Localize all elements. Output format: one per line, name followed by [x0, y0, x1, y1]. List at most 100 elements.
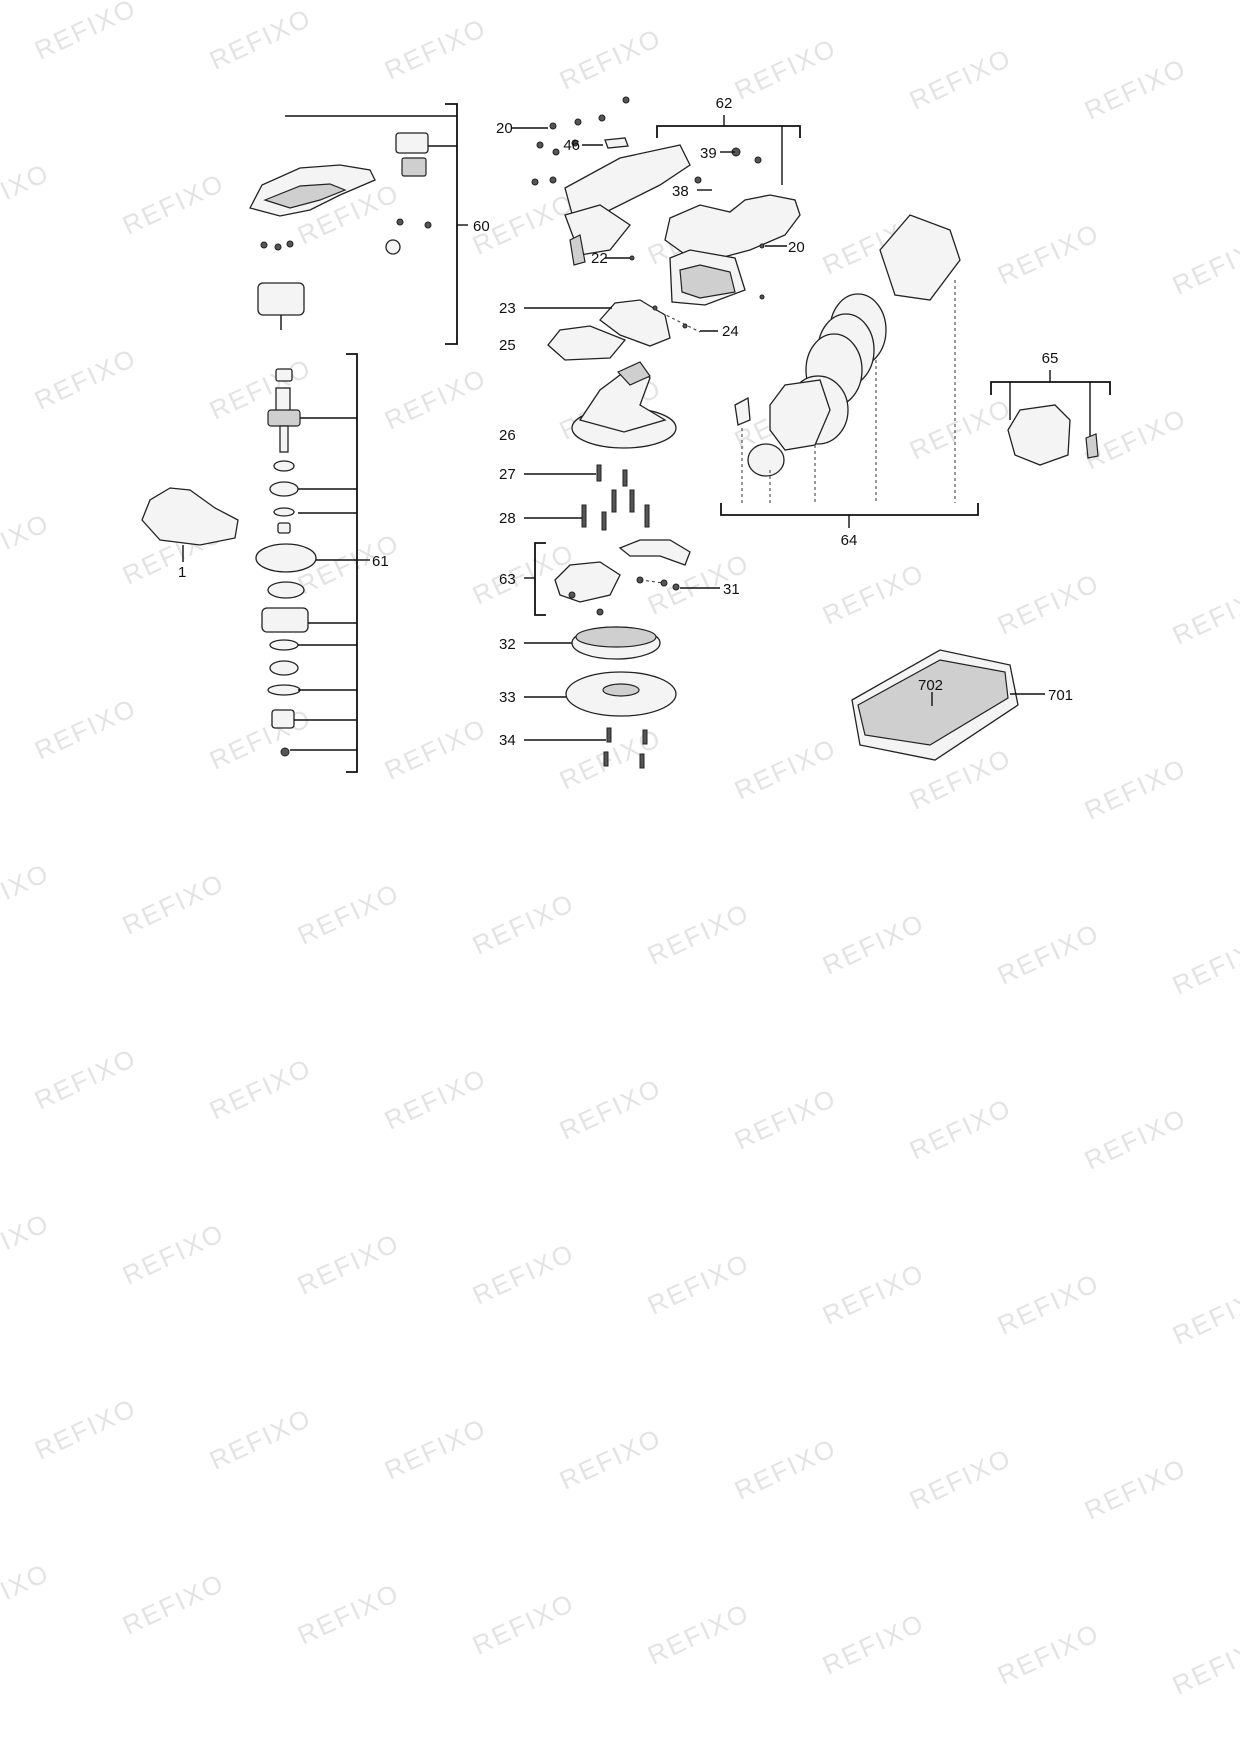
watermark-text: REFIXO — [118, 1567, 229, 1640]
watermark-text: REFIXO — [818, 1257, 929, 1330]
watermark-text: REFIXO — [1168, 1277, 1240, 1350]
label-28: 28 — [499, 510, 516, 527]
label-20-top: 20 — [496, 120, 513, 137]
sander-body-part — [664, 194, 801, 306]
watermark-text: REFIXO — [643, 1597, 754, 1670]
watermark-text: REFIXO — [555, 22, 666, 95]
small-screws-60 — [260, 218, 432, 255]
label-31: 31 — [723, 581, 740, 598]
part-33-sanding-pad: 33 — [499, 671, 677, 717]
label-32: 32 — [499, 636, 516, 653]
watermark-text: REFIXO — [1080, 1452, 1191, 1525]
label-60: 60 — [473, 218, 490, 235]
label-46: 46 — [563, 137, 580, 154]
watermark-text: REFIXO — [0, 1557, 54, 1630]
watermark-text: REFIXO — [205, 1052, 316, 1125]
housing-half-part — [249, 164, 376, 217]
watermark-text: REFIXO — [30, 1392, 141, 1465]
watermark-text: REFIXO — [643, 1247, 754, 1320]
label-702: 702 — [918, 677, 943, 694]
watermark-text: REFIXO — [993, 1267, 1104, 1340]
watermark-text: REFIXO — [730, 32, 841, 105]
watermark-text: REFIXO — [205, 2, 316, 75]
label-39: 39 — [700, 145, 717, 162]
watermark-text: REFIXO — [993, 1617, 1104, 1690]
watermark-text: REFIXO — [555, 1072, 666, 1145]
parts-23-24-25: 23 24 25 — [499, 299, 739, 361]
label-1: 1 — [178, 564, 186, 581]
watermark-text: REFIXO — [118, 167, 229, 240]
part-32-ring: 32 — [499, 626, 661, 660]
watermark-text: REFIXO — [0, 507, 54, 580]
watermark-text: REFIXO — [205, 1402, 316, 1475]
switch-part — [395, 132, 429, 177]
watermark-text: REFIXO — [818, 907, 929, 980]
dust-canister-part — [734, 214, 961, 477]
label-23: 23 — [499, 300, 516, 317]
watermark-layer: REFIXO REFIXO REFIXO REFIXO REFIXO REFIXO REFI… — [0, 0, 1240, 1700]
watermark-text: REFIXO — [730, 1082, 841, 1155]
spindle-stack-parts — [255, 368, 317, 757]
watermark-text: REFIXO — [1080, 1102, 1191, 1175]
watermark-text: REFIXO — [1080, 752, 1191, 825]
watermark-text: REFIXO — [555, 1422, 666, 1495]
watermark-text: REFIXO — [468, 887, 579, 960]
watermark-text: REFIXO — [293, 877, 404, 950]
watermark-text: REFIXO — [380, 1412, 491, 1485]
watermark-text: REFIXO — [293, 1227, 404, 1300]
watermark-text: REFIXO — [468, 1237, 579, 1310]
watermark-text: REFIXO — [30, 692, 141, 765]
watermark-text: REFIXO — [118, 867, 229, 940]
label-20-right: 20 — [788, 239, 805, 256]
watermark-text: REFIXO — [118, 1217, 229, 1290]
label-24: 24 — [722, 323, 739, 340]
watermark-text: REFIXO — [468, 1587, 579, 1660]
group-65: 65 — [990, 350, 1111, 466]
motor-part — [257, 282, 305, 330]
part-701-carry-case: 701 702 — [851, 649, 1073, 761]
watermark-text: REFIXO — [30, 1042, 141, 1115]
label-65: 65 — [1042, 350, 1059, 367]
upper-housing-assembly: 20 46 22 — [496, 96, 691, 267]
watermark-text: REFIXO — [905, 42, 1016, 115]
watermark-text: REFIXO — [380, 362, 491, 435]
watermark-text: REFIXO — [1168, 1627, 1240, 1700]
label-25: 25 — [499, 337, 516, 354]
watermark-text: REFIXO — [905, 392, 1016, 465]
group-62: 62 39 38 20 — [656, 95, 805, 306]
label-33: 33 — [499, 689, 516, 706]
watermark-text: REFIXO — [818, 557, 929, 630]
watermark-text: REFIXO — [993, 917, 1104, 990]
watermark-text: REFIXO — [730, 1432, 841, 1505]
watermark-text: REFIXO — [293, 1577, 404, 1650]
watermark-text: REFIXO — [1080, 52, 1191, 125]
part-1-side-handle: 1 — [141, 487, 239, 581]
label-62: 62 — [716, 95, 733, 112]
label-27: 27 — [499, 466, 516, 483]
watermark-text: REFIXO — [1168, 577, 1240, 650]
group-60: 60 — [249, 103, 490, 345]
watermark-text: REFIXO — [993, 567, 1104, 640]
parts-27-28-screws: 27 28 — [499, 464, 650, 531]
watermark-text: REFIXO — [0, 157, 54, 230]
watermark-text: REFIXO — [380, 12, 491, 85]
label-63: 63 — [499, 571, 516, 588]
part-26-dust-hood: 26 — [499, 361, 677, 449]
watermark-text: REFIXO — [205, 702, 316, 775]
watermark-text: REFIXO — [643, 897, 754, 970]
label-701: 701 — [1048, 687, 1073, 704]
watermark-text: REFIXO — [380, 712, 491, 785]
group-64: 64 — [720, 214, 979, 549]
watermark-text: REFIXO — [380, 1062, 491, 1135]
watermark-text: REFIXO — [1168, 227, 1240, 300]
watermark-text: REFIXO — [818, 1607, 929, 1680]
label-22: 22 — [591, 250, 608, 267]
label-34: 34 — [499, 732, 516, 749]
watermark-text: REFIXO — [0, 857, 54, 930]
watermark-text: REFIXO — [993, 217, 1104, 290]
group-61: 61 — [255, 353, 389, 773]
label-26: 26 — [499, 427, 516, 444]
watermark-text: REFIXO — [30, 342, 141, 415]
watermark-text: REFIXO — [905, 1092, 1016, 1165]
